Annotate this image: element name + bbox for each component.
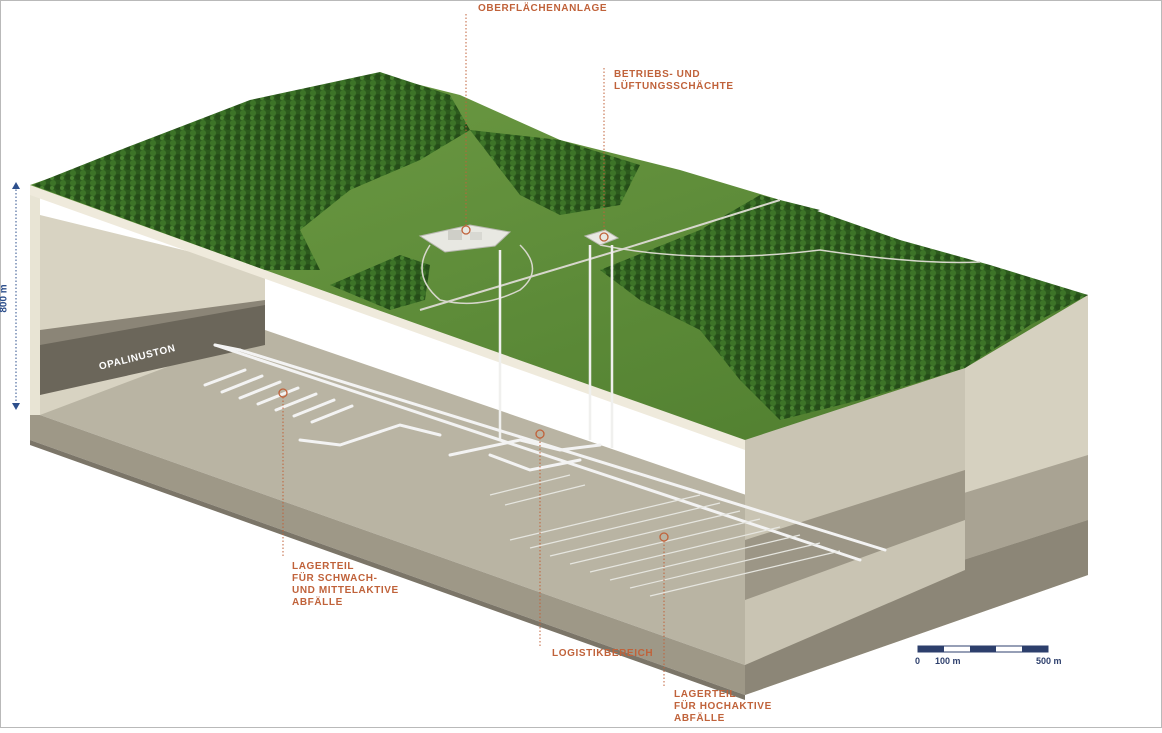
scale-label-zero: 0 <box>915 656 921 666</box>
scale-bar <box>917 645 1049 653</box>
depth-arrow-top <box>12 182 20 189</box>
scale-label-500: 500 m <box>1036 656 1062 666</box>
depth-arrow-bottom <box>12 403 20 410</box>
forest-left <box>32 72 470 270</box>
callout-leaders <box>282 14 665 688</box>
label-lager-haa: LAGERTEIL FÜR HOCHAKTIVE ABFÄLLE <box>674 689 772 724</box>
shafts <box>498 245 614 448</box>
left-front-bottom-dark <box>30 440 745 700</box>
shaft-head-building <box>583 229 620 246</box>
terrain-slab-edge <box>30 185 745 450</box>
scale-label-100: 100 m <box>935 656 961 666</box>
right-front-band-dark <box>745 520 1088 695</box>
hla-emplacement-drifts <box>489 474 841 597</box>
depth-label: 800 m <box>0 284 10 313</box>
road-east <box>599 244 981 264</box>
opalinus-band <box>40 305 265 395</box>
front-inner-wall-band <box>745 470 965 600</box>
left-front-bottom <box>30 415 745 695</box>
label-logistik: LOGISTIKBEREICH <box>552 648 654 659</box>
left-front-face <box>30 185 40 440</box>
tunnel-system <box>203 343 887 562</box>
label-schaechte: BETRIEBS- UND LÜFTUNGSSCHÄCHTE <box>614 69 734 92</box>
road-loop <box>421 244 534 305</box>
label-lager-smw: LAGERTEIL FÜR SCHWACH- UND MITTELAKTIVE … <box>292 561 399 608</box>
surface-facility <box>418 224 512 253</box>
road-main <box>419 199 781 311</box>
underground-floor <box>40 330 965 665</box>
forest-mid <box>470 130 640 215</box>
forest-right <box>600 205 1088 420</box>
forest-far-right <box>700 195 820 230</box>
forest-center-left <box>330 255 430 310</box>
label-oberflaechenanlage: OBERFLÄCHENANLAGE <box>478 3 608 14</box>
